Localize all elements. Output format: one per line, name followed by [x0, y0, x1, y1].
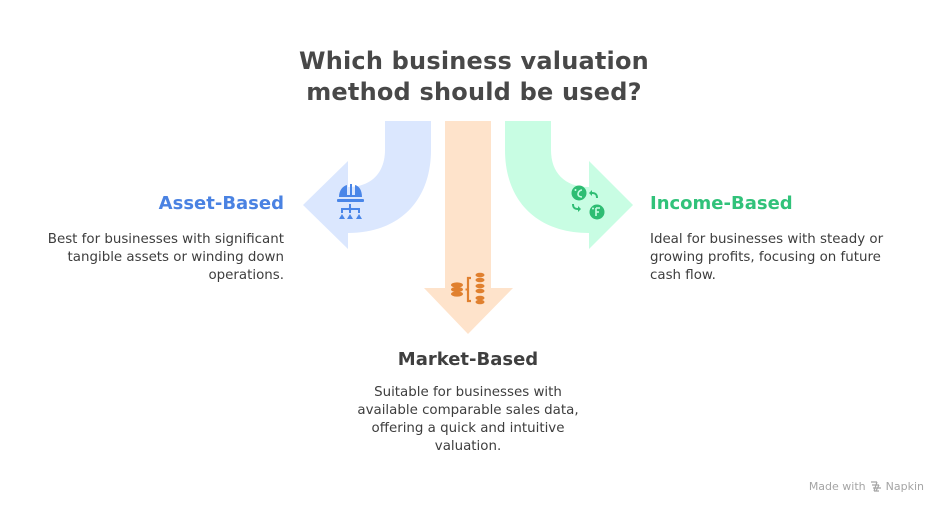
currency-exchange-icon — [571, 185, 605, 220]
income-based-arrow — [505, 121, 633, 249]
description-line: Suitable for businesses with — [374, 385, 562, 400]
diagram-title: Which business valuation method should b… — [0, 46, 948, 108]
asset-based-arrow — [303, 121, 431, 249]
income-based-heading: Income-Based — [650, 193, 793, 214]
description-line: tangible assets or winding down — [67, 250, 284, 265]
description-line: Ideal for businesses with steady or — [650, 232, 884, 247]
database-comparison-icon — [451, 272, 485, 305]
made-with-label: Made with — [808, 480, 866, 493]
asset-based-description: Best for businesses with significant tan… — [0, 231, 284, 285]
market-based-arrow — [424, 121, 513, 334]
title-line-1: Which business valuation — [299, 47, 649, 75]
hard-hat-hierarchy-icon — [337, 184, 364, 219]
description-line: Best for businesses with significant — [47, 232, 284, 247]
napkin-brand-label: Napkin — [885, 480, 924, 493]
made-with-napkin-footer[interactable]: Made with Napkin — [809, 480, 924, 493]
market-based-heading: Market-Based — [397, 349, 539, 370]
description-line: offering a quick and intuitive — [371, 421, 565, 436]
napkin-logo-icon — [870, 480, 881, 492]
description-line: growing profits, focusing on future — [650, 250, 881, 265]
market-based-description: Suitable for businesses with available c… — [0, 384, 936, 456]
description-line: cash flow. — [650, 268, 716, 283]
asset-based-heading: Asset-Based — [158, 193, 284, 214]
description-line: valuation. — [434, 439, 502, 454]
description-line: available comparable sales data, — [357, 403, 579, 418]
description-line: operations. — [208, 268, 284, 283]
title-line-2: method should be used? — [306, 78, 642, 106]
income-based-description: Ideal for businesses with steady or grow… — [650, 231, 940, 285]
